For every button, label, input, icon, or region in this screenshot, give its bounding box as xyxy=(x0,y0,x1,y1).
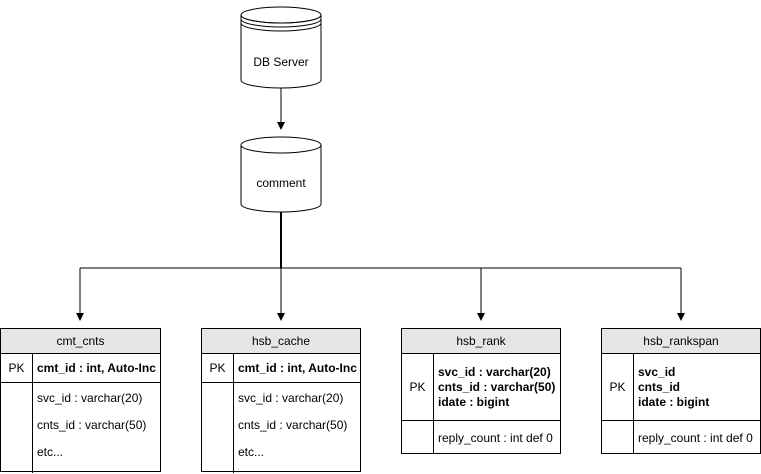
field: etc... xyxy=(37,445,64,459)
db-server-label: DB Server xyxy=(253,55,309,69)
pk-row: PK cmt_id : int, Auto-Inc xyxy=(1,354,160,383)
pk-field: cnts_id xyxy=(638,379,681,394)
pk-field: cnts_id : varchar(50) xyxy=(438,379,556,394)
pk-label: PK xyxy=(1,354,33,382)
field: cnts_id : varchar(50) xyxy=(37,418,147,432)
field: etc... xyxy=(238,445,265,459)
pk-col-empty xyxy=(602,421,634,454)
pk-row: PK svc_id cnts_id idate : bigint xyxy=(602,354,760,421)
comment-label: comment xyxy=(256,176,306,190)
table-cmt-cnts[interactable]: cmt_cnts PK cmt_id : int, Auto-Inc svc_i… xyxy=(0,328,161,473)
pk-field: idate : bigint xyxy=(438,394,510,409)
pk-row: PK svc_id : varchar(20) cnts_id : varcha… xyxy=(402,354,560,421)
pk-field: cmt_id : int, Auto-Inc xyxy=(238,360,357,375)
pk-col-empty xyxy=(202,383,234,473)
table-title: hsb_cache xyxy=(202,329,360,354)
table-title: cmt_cnts xyxy=(1,329,160,354)
fields-row: reply_count : int def 0 xyxy=(402,421,560,454)
pk-field: svc_id xyxy=(638,364,676,379)
fields-row: svc_id : varchar(20) cnts_id : varchar(5… xyxy=(202,383,360,473)
fields-row: reply_count : int def 0 xyxy=(602,421,760,454)
field: svc_id : varchar(20) xyxy=(238,391,344,405)
db-server-cylinder xyxy=(240,6,322,89)
field: reply_count : int def 0 xyxy=(438,430,553,445)
field: cnts_id : varchar(50) xyxy=(238,418,348,432)
pk-field: svc_id : varchar(20) xyxy=(438,364,551,379)
pk-label: PK xyxy=(602,354,634,420)
pk-field: cmt_id : int, Auto-Inc xyxy=(37,360,156,375)
pk-col-empty xyxy=(402,421,434,454)
comment-cylinder xyxy=(240,136,322,213)
table-title: hsb_rankspan xyxy=(602,329,760,354)
pk-label: PK xyxy=(202,354,234,382)
table-hsb-rank[interactable]: hsb_rank PK svc_id : varchar(20) cnts_id… xyxy=(401,328,561,454)
pk-row: PK cmt_id : int, Auto-Inc xyxy=(202,354,360,383)
pk-field: idate : bigint xyxy=(638,394,710,409)
table-title: hsb_rank xyxy=(402,329,560,354)
field: reply_count : int def 0 xyxy=(638,430,753,445)
field: svc_id : varchar(20) xyxy=(37,391,143,405)
pk-col-empty xyxy=(1,383,33,473)
table-hsb-rankspan[interactable]: hsb_rankspan PK svc_id cnts_id idate : b… xyxy=(601,328,761,454)
pk-label: PK xyxy=(402,354,434,420)
fields-row: svc_id : varchar(20) cnts_id : varchar(5… xyxy=(1,383,160,473)
table-hsb-cache[interactable]: hsb_cache PK cmt_id : int, Auto-Inc svc_… xyxy=(201,328,361,473)
